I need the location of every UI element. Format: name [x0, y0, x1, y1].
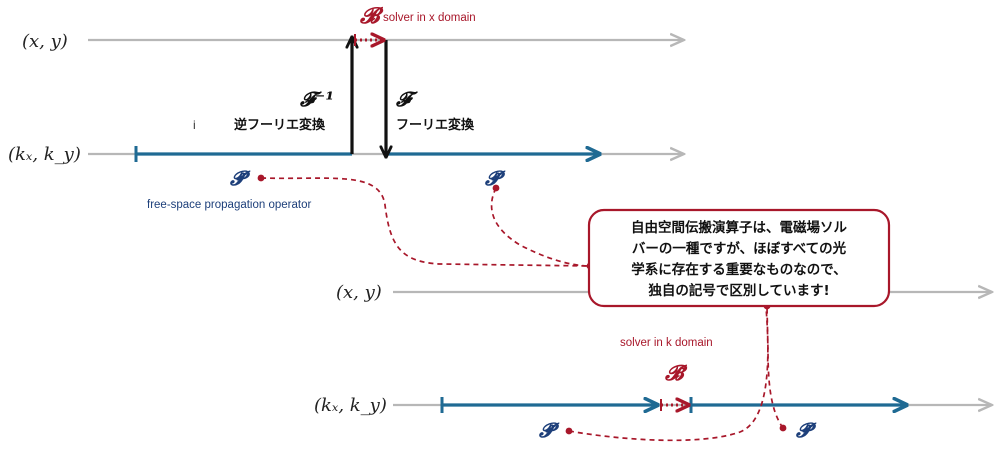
- callout-line-2: バーの一種ですが、ほぼすべての光: [632, 240, 847, 257]
- top-p1-connector: [260, 177, 591, 267]
- bottom-p2-symbol: 𝓟̃: [796, 418, 817, 442]
- bottom-xy-label: (x, y): [336, 282, 382, 303]
- callout-line-1: 自由空間伝搬演算子は、電磁場ソル: [631, 219, 847, 236]
- top-xy-label: (x, y): [22, 31, 68, 52]
- callout-line-4: 独自の記号で区別しています!: [648, 282, 829, 299]
- fourier-symbol: 𝓕: [395, 87, 418, 111]
- top-p1-caption: free-space propagation operator: [147, 199, 311, 211]
- callout-line-3: 学系に存在する重要なものなので、: [631, 261, 846, 278]
- top-p2-connector: [490, 187, 591, 267]
- inverse-fourier-label: 逆フーリエ変換: [234, 117, 326, 133]
- bottom-b-caption: solver in k domain: [620, 337, 713, 349]
- callout-box: [587, 208, 891, 308]
- bottom-k-label: (kₓ, k_y): [314, 395, 387, 416]
- top-b-symbol: 𝓑: [359, 3, 384, 29]
- fourier-label: フーリエ変換: [396, 117, 475, 133]
- bottom-p2-connector: [766, 306, 784, 429]
- bottom-b-symbol: 𝓑̃: [664, 360, 688, 385]
- inverse-fourier-symbol: 𝓕⁻¹: [299, 87, 334, 111]
- bottom-p1-symbol: 𝓟̃: [539, 418, 560, 442]
- top-k-label: (kₓ, k_y): [8, 144, 81, 165]
- stray-mark: i: [193, 118, 196, 132]
- top-p1-symbol: 𝓟̃: [230, 166, 251, 190]
- top-b-caption: solver in x domain: [383, 12, 476, 24]
